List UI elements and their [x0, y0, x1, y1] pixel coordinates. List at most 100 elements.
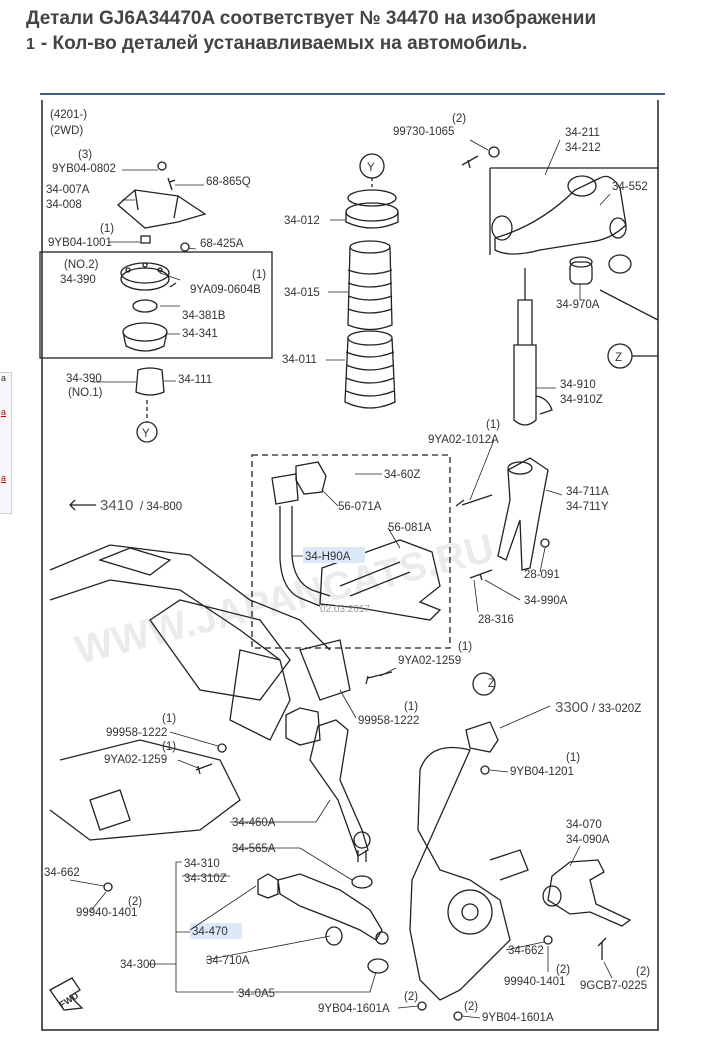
label-34-111: 34-111	[178, 374, 212, 386]
dust-boot-group	[344, 153, 399, 409]
drive-type: (2WD)	[50, 125, 83, 137]
label-34-0a5: 34-0A5	[238, 988, 275, 1000]
label-34-300: 34-300	[120, 959, 156, 971]
washer-34-662-right	[543, 935, 553, 945]
quantity-label: (1)	[252, 269, 266, 281]
label-9yb04-0802: 9YB04-0802	[52, 163, 116, 175]
label-34-990a: 34-990A	[524, 595, 568, 607]
joint-34-552	[609, 217, 627, 239]
highlight-34-h90a	[303, 547, 365, 563]
highlight-34-470	[190, 923, 242, 939]
label-34-711y: 34-711Y	[566, 501, 609, 513]
label-56-081a: 56-081A	[388, 522, 432, 534]
note-number: 1	[26, 36, 35, 53]
label-99940-1401-left: 99940-1401	[76, 907, 137, 919]
upper-arm-group	[455, 146, 659, 581]
label-34-390-top: 34-390	[60, 274, 96, 286]
mount-plate	[120, 262, 170, 284]
knuckle-34-711a	[497, 457, 549, 571]
quantity-note: 1 - Кол-во деталей устанавливаемых на авт…	[26, 31, 696, 57]
bolt-9ya02-1259-right	[365, 671, 393, 685]
label-34-711a: 34-711A	[566, 486, 609, 498]
bolt-9ya02-1012a	[455, 494, 493, 507]
label-34-390-bottom: 34-390	[66, 373, 102, 385]
ref-arrow-3410	[69, 499, 96, 511]
label-34-090a: 34-090A	[566, 834, 610, 846]
bush-34-460a	[285, 707, 321, 746]
bolt-34-990a	[469, 569, 493, 581]
label-9ya02-1012a: 9YA02-1012A	[428, 434, 499, 446]
label-34-011: 34-011	[282, 354, 317, 366]
strut-mount-group	[39, 161, 273, 443]
label-34-211: 34-211	[565, 127, 600, 139]
label-9yb04-1001: 9YB04-1001	[48, 237, 112, 249]
bumper-34-011	[347, 330, 393, 346]
washer-34-381b	[132, 299, 158, 313]
label-9gcb7-0225: 9GCB7-0225	[580, 980, 647, 992]
ring-68-425a	[180, 242, 190, 252]
label-34-381b: 34-381B	[182, 310, 226, 322]
label-99940-1401-right: 99940-1401	[504, 976, 565, 988]
label-3410: 3410	[100, 497, 133, 514]
washer-34-662-left	[103, 882, 113, 892]
label-56-071a: 56-071A	[338, 501, 382, 513]
bush-34-470	[257, 873, 279, 899]
quantity-label: (3)	[78, 149, 92, 161]
label-34-565a: 34-565A	[232, 843, 276, 855]
quantity-label: (1)	[486, 419, 500, 431]
nut-9yb04-1601a-right	[453, 1011, 463, 1021]
header-divider	[40, 93, 665, 95]
cap-34-565a	[351, 875, 373, 889]
fwd-label: FWD	[58, 990, 81, 1010]
side-link-3[interactable]: a	[1, 473, 7, 483]
label-34-970a: 34-970A	[556, 299, 600, 311]
mount-box	[39, 251, 273, 359]
label-9yb04-1601a-left: 9YB04-1601A	[318, 1003, 390, 1015]
joint-34-070	[547, 859, 632, 927]
label-no2: (NO.2)	[64, 259, 99, 271]
label-34-212: 34-212	[565, 142, 601, 154]
side-link-1[interactable]: a	[1, 373, 7, 383]
label-3300: 3300	[555, 699, 588, 716]
stay-bracket-group	[251, 454, 451, 649]
side-link-2[interactable]: a	[1, 407, 7, 417]
bolt-9gcb7	[597, 937, 607, 960]
callout-z-bottom: Z	[488, 678, 495, 690]
seat-34-341	[122, 322, 168, 342]
quantity-label: (1)	[100, 223, 114, 235]
label-34-310: 34-310	[184, 858, 220, 870]
fwd-arrow	[49, 977, 84, 1011]
label-34-60z: 34-60Z	[384, 469, 420, 481]
stay-34-h90a	[279, 506, 321, 607]
bracket-56-071a	[295, 461, 327, 495]
bolt-9ya02-1259-left	[195, 763, 213, 775]
label-34-710a: 34-710A	[206, 955, 250, 967]
quantity-label: (2)	[404, 991, 418, 1003]
label-34-012: 34-012	[284, 215, 320, 227]
label-68-425a: 68-425A	[200, 238, 244, 250]
quantity-label: (1)	[458, 641, 472, 653]
callout-z-right: Z	[615, 352, 622, 364]
callout-y-bottom: Y	[142, 428, 150, 440]
nut-9yb04-1001	[140, 235, 151, 244]
label-34-070: 34-070	[566, 819, 602, 831]
label-34-h90a: 34-H90A	[305, 551, 351, 563]
label-34-662-right: 34-662	[508, 945, 544, 957]
label-68-865q: 68-865Q	[206, 176, 251, 188]
seat-34-012	[347, 189, 397, 207]
note-text: - Кол-во деталей устанавливаемых на авто…	[40, 33, 528, 54]
quantity-label: (2)	[464, 1001, 478, 1013]
quantity-label: (1)	[162, 741, 176, 753]
label-34-910z: 34-910Z	[560, 394, 603, 406]
label-34-460a: 34-460A	[232, 817, 276, 829]
nut-9yb04-1201	[480, 765, 490, 775]
boot-34-015	[349, 240, 391, 254]
washer-99958-left	[217, 743, 227, 753]
label-9ya02-1259-left: 9YA02-1259	[104, 754, 167, 766]
bush-3300	[465, 721, 499, 753]
bolt-99730-1065	[461, 155, 479, 169]
bracket-34-007a	[117, 189, 207, 229]
label-9ya02-1259-right: 9YA02-1259	[398, 655, 461, 667]
label-99730-1065: 99730-1065	[393, 126, 454, 138]
